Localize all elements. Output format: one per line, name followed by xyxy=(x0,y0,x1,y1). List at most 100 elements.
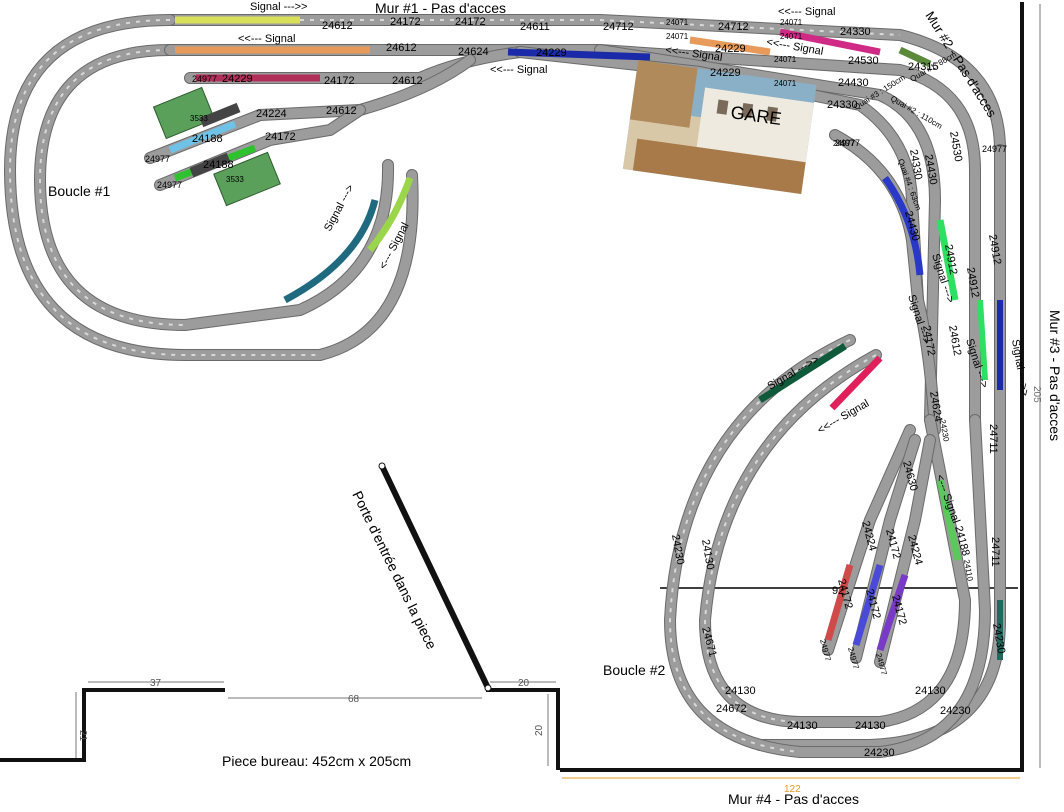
part-number: 24130 xyxy=(787,720,818,732)
signal-label-12: Signal --->> xyxy=(1009,338,1031,397)
part-number: 24172 xyxy=(455,16,486,28)
signal-label-13: Signal --->> xyxy=(766,353,822,392)
part-number: 24315 xyxy=(908,61,939,73)
loop1-label: Boucle #1 xyxy=(48,183,110,199)
platform-building-2 xyxy=(189,151,281,207)
block-darkgreen-loop2 xyxy=(758,343,847,403)
dim-92: 92 xyxy=(832,585,844,597)
dim-20a: 20 xyxy=(518,678,530,689)
part-number: 24977 xyxy=(192,74,217,84)
part-number: 24624 xyxy=(927,390,944,422)
part-number: 24172 xyxy=(920,324,937,356)
block-lime-loop1 xyxy=(367,176,414,253)
part-number: 24912 xyxy=(964,266,981,298)
dim-205: 205 xyxy=(1031,386,1042,403)
track-station-5 xyxy=(830,130,940,435)
part-number: 24230 xyxy=(669,533,686,565)
part-number: 24188 xyxy=(192,133,223,145)
block-blue-spur xyxy=(852,563,884,647)
part-number: 24611 xyxy=(520,21,550,33)
part-number: 24711 xyxy=(987,424,999,454)
part-number: 24229 xyxy=(715,43,746,55)
signal-label-5: <<--- Signal xyxy=(778,6,835,18)
part-number: 24612 xyxy=(326,105,357,117)
part-number: 24624 xyxy=(458,46,489,58)
block-lightblue xyxy=(168,120,237,154)
dim-37: 37 xyxy=(150,678,162,689)
part-number: 24172 xyxy=(265,131,296,143)
platform-building-1 xyxy=(152,86,241,140)
part-number: 24071 xyxy=(666,32,689,41)
wall-label-4: Mur #4 - Pas d'acces xyxy=(728,791,859,807)
part-number: 24230 xyxy=(938,419,951,443)
part-number: 24071 xyxy=(774,55,797,64)
track-station-3 xyxy=(595,45,940,425)
part-number: 24977 xyxy=(833,139,856,148)
part-number: 24330 xyxy=(827,99,858,111)
block-magenta-top xyxy=(779,28,881,56)
part-number: 24977 xyxy=(145,154,170,164)
part-number: 24612 xyxy=(946,324,963,356)
track-station-4 xyxy=(515,47,923,305)
room-wall-door-step xyxy=(486,688,560,770)
wall-label-3: Mur #3 - Pas d'acces xyxy=(1047,310,1063,441)
dim-20b: 20 xyxy=(534,724,545,736)
part-number: 24530 xyxy=(947,130,964,162)
part-number: 24612 xyxy=(392,75,423,87)
loop2-label: Boucle #2 xyxy=(603,662,665,678)
door-label: Porte d'entrée dans la piece xyxy=(349,488,440,652)
block-red-spur xyxy=(824,564,854,641)
part-number: 24912 xyxy=(986,233,1003,265)
block-blue-right xyxy=(882,175,924,276)
part-number: 24711 xyxy=(989,537,1001,567)
block-green-edge xyxy=(977,299,988,381)
room-wall-right xyxy=(560,2,1024,772)
signal-label-14: <<--- Signal xyxy=(816,397,872,436)
part-number: 24977 xyxy=(982,144,1007,154)
part-number: 24612 xyxy=(386,42,417,54)
block-green-q2 xyxy=(898,46,932,68)
part-number: 24172 xyxy=(390,16,421,28)
part-number: 3533 xyxy=(226,175,244,184)
signal-label-3: <<--- Signal xyxy=(490,64,547,76)
dim-21: 21 xyxy=(77,730,88,742)
part-number: 24430 xyxy=(922,153,939,185)
part-number: 24912 xyxy=(942,243,959,275)
room-label: Piece bureau: 452cm x 205cm xyxy=(222,753,411,769)
dim-122: 122 xyxy=(784,784,801,795)
part-number: 24130 xyxy=(699,538,716,570)
part-number: 24230 xyxy=(990,622,1007,654)
part-number: 24229 xyxy=(222,73,253,85)
part-number: 24330 xyxy=(907,148,924,180)
part-number: 24172 xyxy=(324,75,355,87)
block-green-lower xyxy=(936,479,962,561)
track-spur-1 xyxy=(823,425,915,655)
part-number: 24612 xyxy=(322,20,353,32)
part-number: 24229 xyxy=(536,47,567,59)
part-number: 24530 xyxy=(848,55,879,67)
part-number: 24188 xyxy=(203,159,234,171)
block-blue-top xyxy=(507,48,651,61)
room-wall-left-step xyxy=(0,688,225,762)
signal-label-1: Signal --->> xyxy=(250,1,307,13)
part-number: 24977 xyxy=(835,138,860,148)
block-orange-mid xyxy=(689,36,771,56)
part-number: 24071 xyxy=(780,18,803,27)
signal-label-7: Signal ---> xyxy=(322,183,357,234)
part-number: 24071 xyxy=(666,18,689,27)
track-second-top xyxy=(165,45,980,425)
station-image xyxy=(622,59,817,194)
part-number: 24130 xyxy=(855,720,886,732)
part-number: 24230 xyxy=(940,705,971,717)
part-number: 24071 xyxy=(774,79,797,88)
part-number: 24330 xyxy=(840,26,871,38)
dim-68: 68 xyxy=(348,694,360,705)
part-number: 24230 xyxy=(864,747,895,759)
part-number: 3533 xyxy=(190,114,208,123)
signal-label-2: <<--- Signal xyxy=(238,33,295,45)
part-number: 24712 xyxy=(718,21,749,33)
entrance-door xyxy=(379,464,491,690)
block-green-right xyxy=(936,219,959,301)
block-pink-loop2 xyxy=(829,355,883,411)
